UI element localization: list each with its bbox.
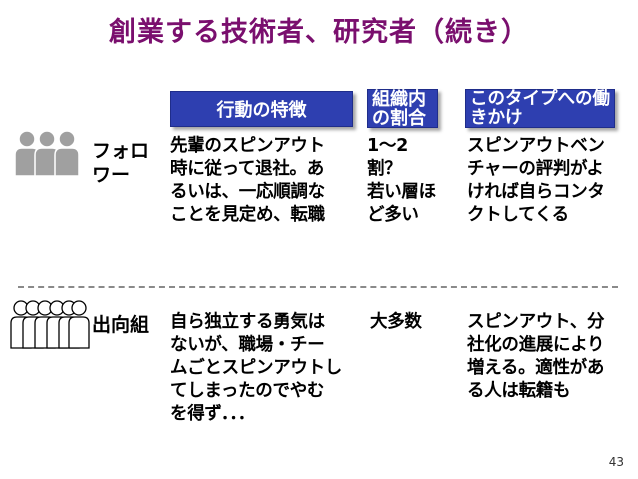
- follower-behavior-text: 先輩のスピンアウト 時に従って退社。あ るいは、一応順調な ことを見定め、転職: [170, 136, 325, 225]
- header-behavior-features-label: 行動の特徴: [216, 100, 307, 121]
- group-filled-icon: [14, 130, 80, 177]
- slide-title: 創業する技術者、研究者（続き）: [109, 17, 529, 48]
- follower-approach-text: スピンアウトベン チャーの評判がよ ければ自らコンタ クトしてくる: [467, 136, 605, 225]
- seconded-approach-text: スピンアウト、分 社化の進展により 増える。適性があ る人は転籍も: [467, 312, 605, 401]
- seconded-behavior-text: 自ら独立する勇気は ないが、職場・チー ムごとスピンアウトし てしまったのでやむ…: [170, 312, 342, 424]
- seconded-ratio-text: 大多数: [370, 312, 422, 332]
- page-number: 43: [608, 455, 624, 469]
- row-divider: [18, 286, 618, 288]
- row-label-follower: フォロ ワー: [92, 140, 150, 186]
- header-ratio-in-organization: 組織内 の割合: [367, 89, 438, 128]
- group-outline-icon: [10, 300, 90, 349]
- header-behavior-features: 行動の特徴: [170, 91, 353, 127]
- row-label-seconded-group: 出向組: [92, 314, 150, 336]
- header-approach-label: このタイプへの働 きかけ: [470, 88, 610, 128]
- header-ratio-label: 組織内 の割合: [372, 88, 426, 129]
- header-approach-to-type: このタイプへの働 きかけ: [465, 89, 615, 128]
- follower-ratio-text: 1～2 割？ 若い層ほ ど多い: [367, 136, 436, 225]
